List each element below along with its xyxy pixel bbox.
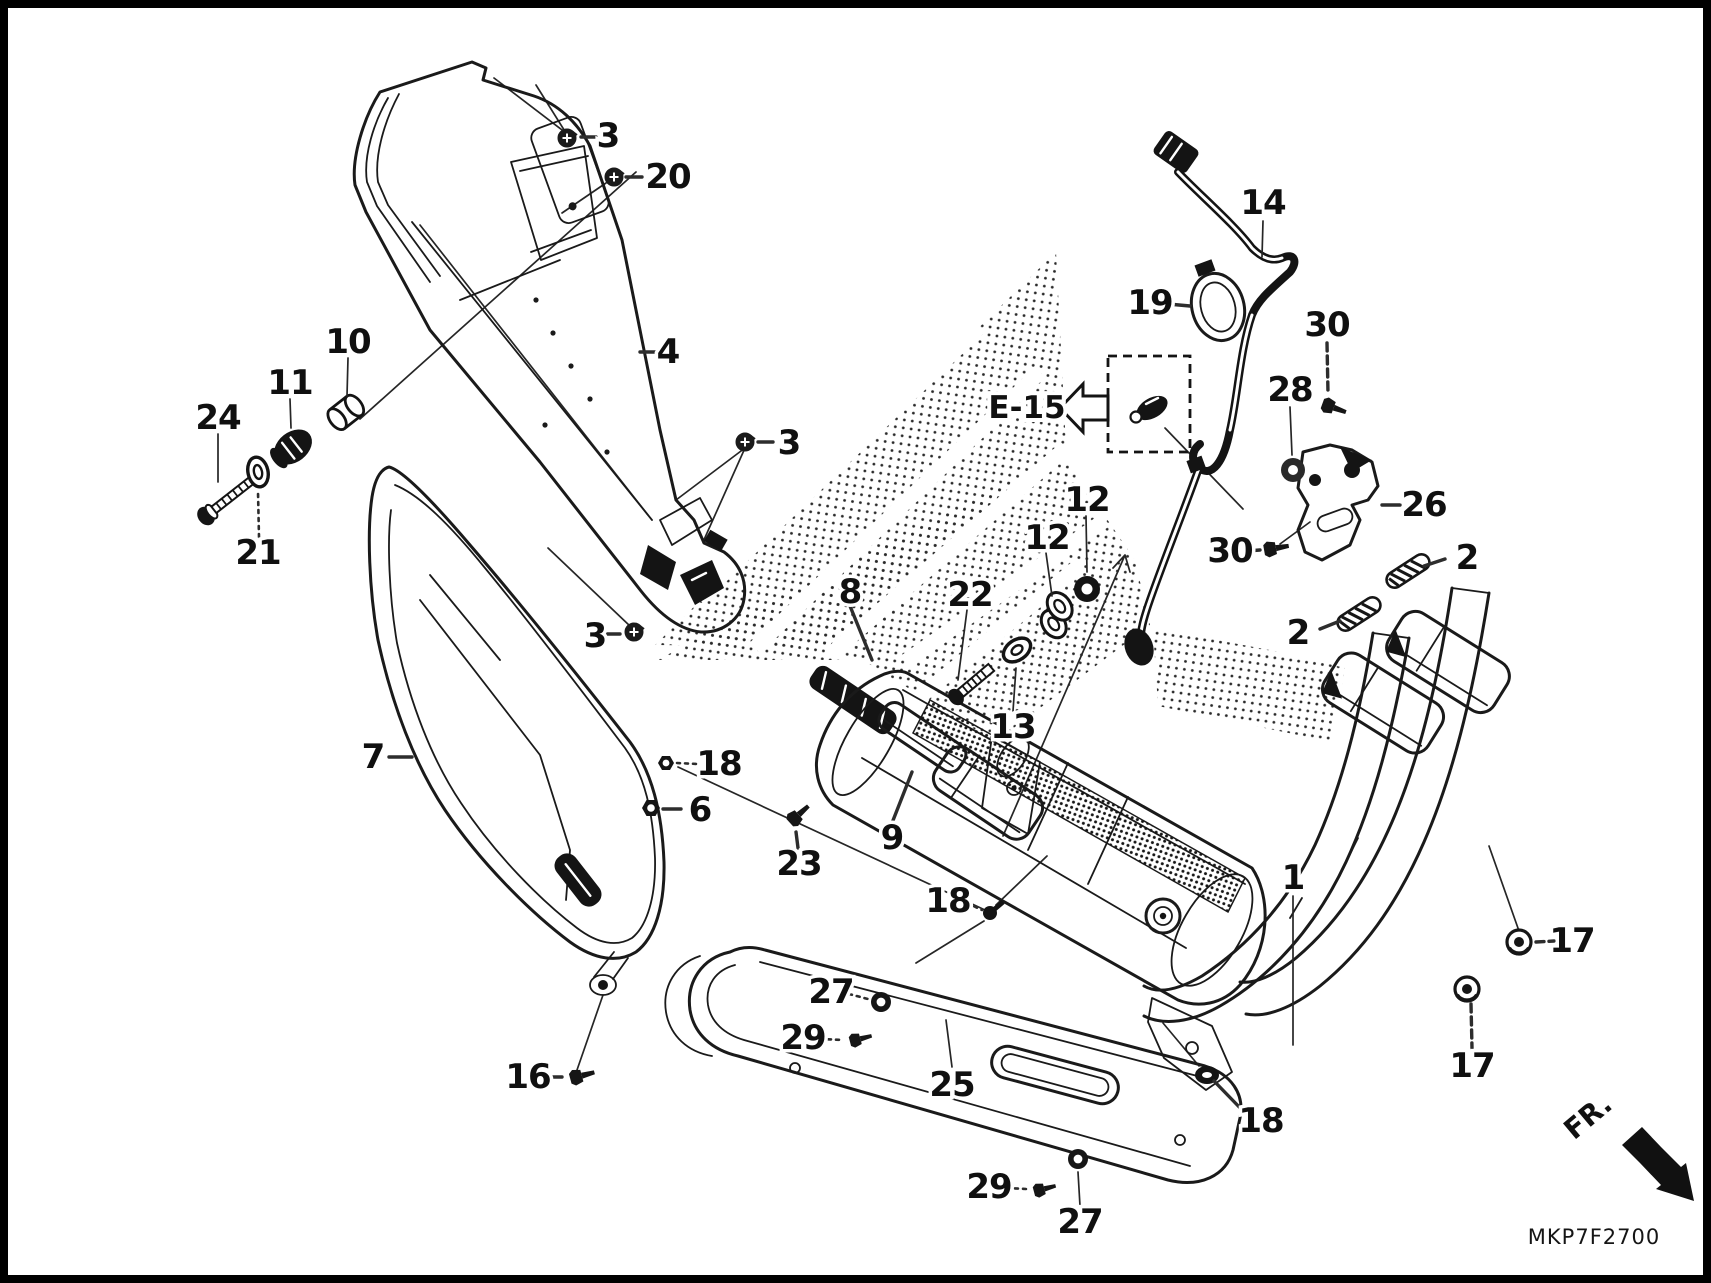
front-direction-marker: FR.: [1557, 1087, 1694, 1201]
part-callout-28: 28: [1267, 370, 1312, 410]
part-callout-29: 29: [966, 1167, 1011, 1207]
part-callout-26: 26: [1401, 485, 1446, 525]
part-callout-25: 25: [929, 1065, 974, 1105]
fasteners: [197, 128, 1533, 1199]
part-callout-19: 19: [1127, 283, 1172, 323]
part-callout-17: 17: [1449, 1046, 1494, 1086]
part-callout-22: 22: [947, 575, 992, 615]
part-callout-24: 24: [195, 398, 241, 438]
part-callout-18: 18: [925, 881, 970, 921]
leader-lines: [217, 135, 1556, 1207]
diagram-code: MKP7F2700: [1528, 1225, 1660, 1249]
part-callout-11: 11: [267, 363, 312, 403]
part-callout-12: 12: [1064, 480, 1109, 520]
part-callout-2: 2: [1456, 538, 1479, 578]
stipple-shading: [655, 252, 1345, 742]
part-callout-30: 30: [1304, 305, 1350, 345]
bracket-hardware: [1262, 396, 1434, 636]
part-callout-29: 29: [780, 1018, 825, 1058]
part-callout-23: 23: [776, 844, 821, 884]
part-callout-14: 14: [1240, 183, 1286, 223]
part-callout-21: 21: [235, 533, 280, 573]
part-callout-13: 13: [990, 707, 1035, 747]
e15-reference: E-15: [984, 354, 1192, 454]
muffler: [814, 669, 1267, 1091]
part-callout-3: 3: [584, 616, 607, 656]
part-callout-3: 3: [597, 116, 620, 156]
part-callout-1: 1: [1282, 858, 1305, 898]
e15-label: E-15: [988, 390, 1065, 426]
part-callout-10: 10: [325, 322, 371, 362]
muffler-cover: [352, 60, 747, 634]
part-callout-30: 30: [1207, 531, 1253, 571]
pipe-shield-front: [1320, 651, 1446, 755]
part-callout-7: 7: [362, 737, 385, 777]
part-callout-8: 8: [839, 572, 862, 612]
part-callout-27: 27: [1057, 1202, 1102, 1242]
side-cover: [367, 465, 666, 996]
front-marker-label: FR.: [1557, 1087, 1618, 1146]
part-callout-17: 17: [1549, 921, 1594, 961]
part-callout-4: 4: [657, 332, 680, 372]
part-callout-18: 18: [1238, 1101, 1283, 1141]
part-callout-3: 3: [778, 423, 801, 463]
part-callout-16: 16: [505, 1057, 550, 1097]
front-arrow-icon: [1622, 1127, 1694, 1201]
part-callout-6: 6: [689, 790, 712, 830]
sensor-cable: [1124, 131, 1299, 666]
part-callout-20: 20: [645, 157, 691, 197]
pipe-shield-rear: [1385, 609, 1511, 715]
part-callout-27: 27: [808, 972, 853, 1012]
part-callout-12: 12: [1024, 518, 1069, 558]
part-callout-9: 9: [881, 818, 904, 858]
part-callout-2: 2: [1287, 613, 1310, 653]
muffler-protector: [664, 946, 1243, 1184]
part-callout-18: 18: [696, 744, 741, 784]
